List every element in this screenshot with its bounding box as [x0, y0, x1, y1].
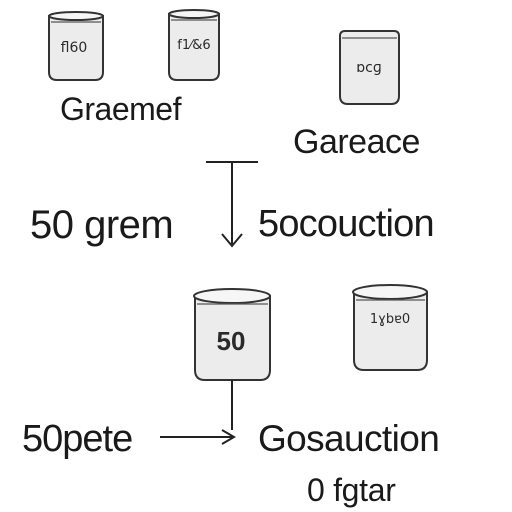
jar-3: [339, 30, 400, 105]
jar-1-label: fl60: [60, 40, 88, 56]
jar-1: [48, 11, 104, 81]
label-graemef: Graemef: [60, 91, 181, 127]
jar-5: [352, 284, 428, 371]
label-50pete: 50pete: [22, 418, 133, 460]
jar-2-label: f1⁄&6: [177, 38, 211, 53]
center-arrow: [206, 161, 258, 248]
label-0-fgtar: 0 fgtar: [307, 472, 396, 508]
label-5ocouction: 5ocouction: [258, 203, 435, 245]
label-50-grem: 50 grem: [30, 203, 174, 247]
jar-4: [193, 288, 271, 381]
jar-2: [168, 9, 220, 81]
label-gosauction: Gosauction: [258, 418, 440, 459]
bottom-arrow: [160, 380, 236, 445]
jar-5-label: 1ɣbɐ0: [369, 312, 411, 327]
jar-4-label: 50: [216, 326, 246, 356]
jar-3-label: ɒcɡ: [356, 60, 382, 76]
label-gareace: Gareace: [293, 123, 420, 161]
